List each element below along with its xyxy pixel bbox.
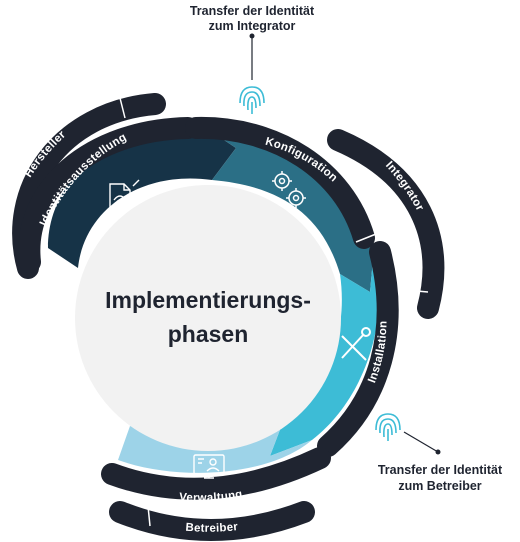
phase-segment-installation [270,248,380,456]
role-band-betreiber [109,501,315,541]
center-title-line2: phasen [168,321,249,347]
fingerprint-icon [375,413,401,441]
label-verwaltung: Verwaltung [179,488,244,504]
phase-band-identity [18,117,199,273]
document-fingerprint-icon [109,179,140,209]
transfer-betreiber-line2: zum Betreiber [398,479,481,493]
transfer-betreiber-line1: Transfer der Identität [378,463,503,477]
gears-icon [272,171,306,208]
center-title-line1: Implementierungs- [105,287,311,313]
transfer-integrator: Transfer der Identität zum Integrator [190,4,315,114]
phase-segment-konfiguration [200,124,374,292]
center-circle [75,185,341,451]
transfer-integrator-line2: zum Integrator [209,19,296,33]
fingerprint-icon [239,86,265,114]
transfer-integrator-line1: Transfer der Identität [190,4,315,18]
role-band-integrator [327,129,445,319]
tools-icon [341,327,371,361]
phase-band-installation [317,241,399,457]
phase-band-konfiguration [185,116,375,249]
transfer-betreiber: Transfer der Identität zum Betreiber [375,413,503,493]
label-betreiber: Betreiber [185,521,239,535]
monitor-user-icon [193,454,225,479]
phase-band-verwaltung [101,447,331,500]
